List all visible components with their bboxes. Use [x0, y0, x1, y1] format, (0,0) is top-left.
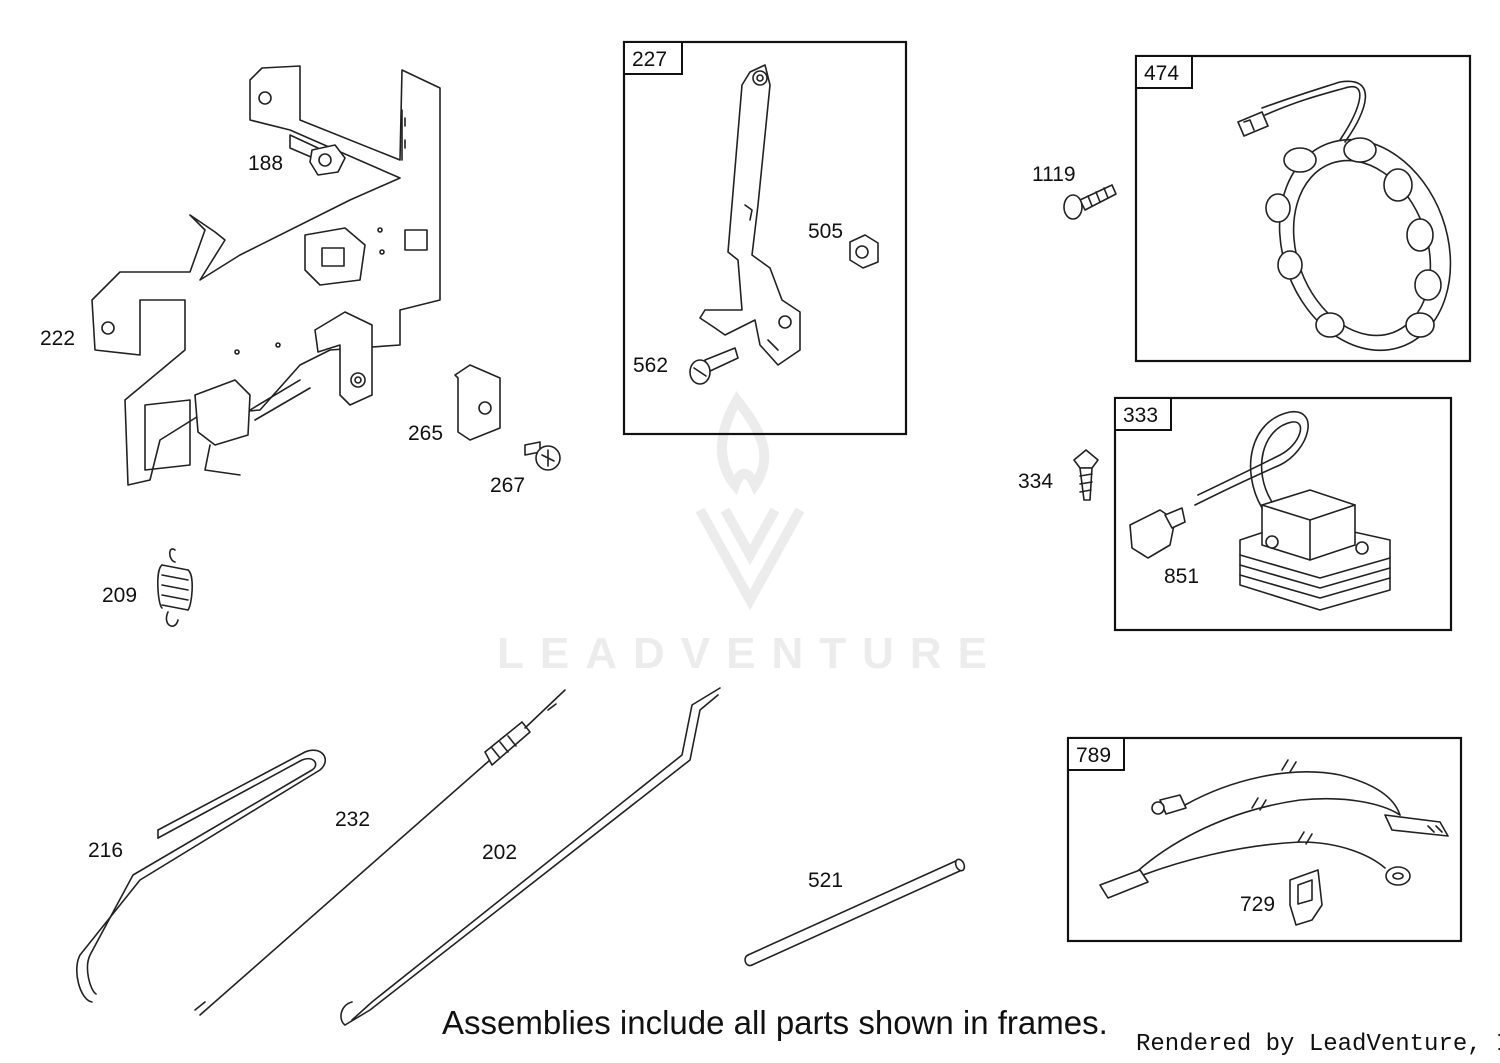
watermark-text: LEADVENTURE [497, 629, 1003, 678]
part-label-267[interactable]: 267 [490, 474, 525, 497]
watermark-logo: LEADVENTURE [497, 390, 1003, 678]
rod-216-icon[interactable] [76, 749, 326, 1003]
part-label-521[interactable]: 521 [808, 869, 843, 892]
part-label-265[interactable]: 265 [408, 422, 443, 445]
tube-521-icon[interactable] [744, 858, 966, 967]
frame-label-227: 227 [632, 48, 667, 71]
screw-334-icon[interactable] [1073, 449, 1099, 501]
part-label-216[interactable]: 216 [88, 839, 123, 862]
part-label-334[interactable]: 334 [1018, 470, 1053, 493]
rod-202-icon[interactable] [340, 687, 721, 1026]
frame-label-474: 474 [1144, 62, 1179, 85]
spring-209-icon[interactable] [157, 548, 193, 627]
part-label-222[interactable]: 222 [40, 327, 75, 350]
part-label-729[interactable]: 729 [1240, 893, 1275, 916]
screw-1119-icon[interactable] [1063, 184, 1117, 220]
assembly-frame-333[interactable]: 333 [1113, 396, 1453, 632]
part-label-562[interactable]: 562 [633, 354, 668, 377]
screw-267-icon[interactable] [524, 441, 561, 471]
credit-text: Rendered by LeadVenture, Inc. [1136, 1031, 1500, 1058]
part-label-851[interactable]: 851 [1164, 565, 1199, 588]
part-label-202[interactable]: 202 [482, 841, 517, 864]
control-bracket[interactable] [91, 65, 441, 486]
part-label-505[interactable]: 505 [808, 220, 843, 243]
screw-188-icon[interactable] [289, 134, 346, 176]
part-label-188[interactable]: 188 [248, 152, 283, 175]
cable-232-icon[interactable] [194, 689, 566, 1016]
part-label-1119[interactable]: 1119 [1032, 163, 1076, 186]
part-label-209[interactable]: 209 [102, 584, 137, 607]
frame-label-333: 333 [1123, 404, 1158, 427]
assembly-frame-227[interactable]: 227 [622, 40, 908, 436]
part-label-232[interactable]: 232 [335, 808, 370, 831]
clip-265-icon[interactable] [454, 364, 501, 441]
frame-label-789: 789 [1076, 744, 1111, 767]
assembly-frame-789[interactable]: 789 [1066, 736, 1463, 943]
assembly-frame-474[interactable]: 474 [1134, 54, 1479, 375]
footer-note: Assemblies include all parts shown in fr… [442, 1004, 1108, 1041]
